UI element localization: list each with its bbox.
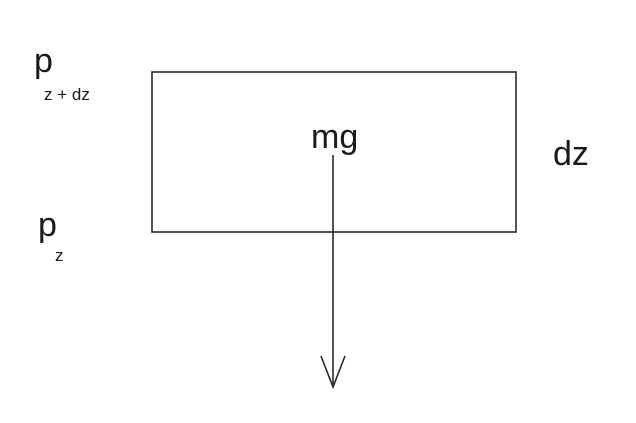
pressure-top-symbol: p [34,42,53,80]
pressure-bottom-subscript: z [55,246,64,265]
fluid-element-box [151,71,517,233]
pressure-top-subscript: z + dz [44,85,90,104]
thickness-label: dz [553,135,589,173]
weight-arrow-head [320,355,346,390]
pressure-bottom-symbol: p [38,206,57,244]
weight-label: mg [311,118,359,156]
